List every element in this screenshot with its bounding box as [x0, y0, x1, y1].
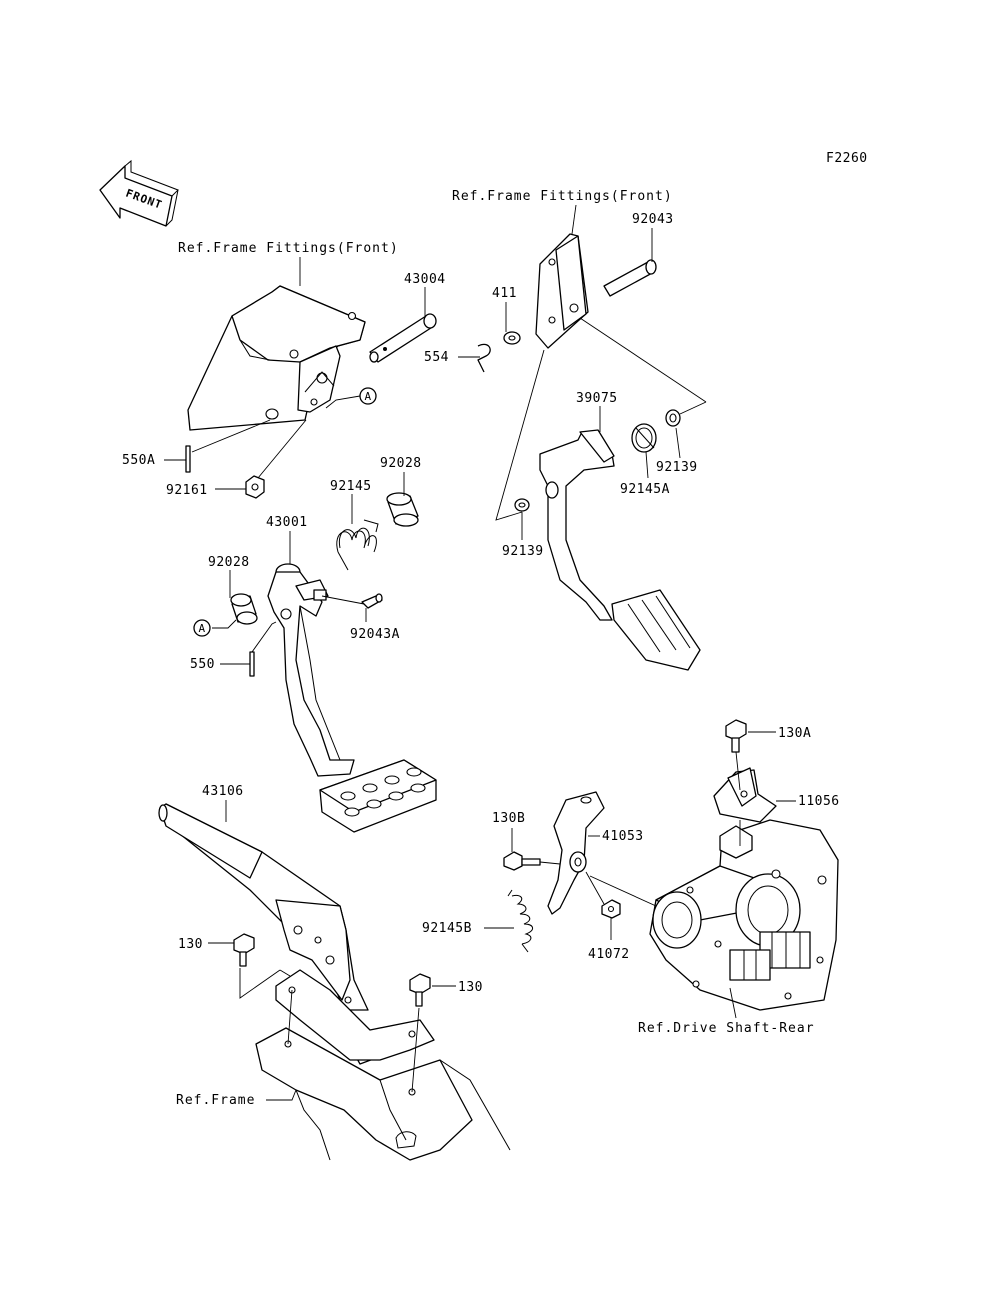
bolt-130-left [233, 933, 255, 967]
part-label: 130 [178, 937, 203, 952]
pin-550 [249, 651, 255, 677]
svg-text:A: A [364, 390, 371, 403]
part-label: 92145 [330, 479, 372, 494]
part-label: 43004 [404, 272, 446, 287]
part-label: 92139 [656, 460, 698, 475]
ref-label: Ref.Frame [176, 1093, 255, 1108]
part-label: 41072 [588, 947, 630, 962]
pin-92043 [603, 259, 657, 297]
part-label: 92043 [632, 212, 674, 227]
part-label: 92028 [380, 456, 422, 471]
part-label: 411 [492, 286, 517, 301]
part-label: 11056 [798, 794, 840, 809]
ref-label: Ref.Frame Fittings(Front) [178, 241, 399, 256]
part-label: 43001 [266, 515, 308, 530]
spring-92145A [631, 423, 657, 453]
throttle-pedal-39075 [539, 429, 701, 671]
figure-code: F2260 [826, 151, 868, 166]
part-label: 92161 [166, 483, 208, 498]
parking-brake-lever-43106 [158, 803, 435, 1065]
drive-shaft-housing-rear [649, 819, 839, 1011]
ref-label: Ref.Drive Shaft-Rear [638, 1021, 815, 1036]
bracket-11056 [713, 767, 777, 823]
ref-label: Ref.Frame Fittings(Front) [452, 189, 673, 204]
bushing-92139-right [665, 409, 681, 427]
callout-a-upper: A [359, 387, 377, 405]
part-label: 39075 [576, 391, 618, 406]
bushing-92139-left [514, 498, 530, 512]
front-arrow-icon: FRONT [99, 159, 179, 227]
nut-92161 [245, 475, 265, 499]
spring-92145 [336, 519, 379, 571]
frame-fitting-bracket-left [187, 285, 366, 431]
brake-arm-41053 [547, 791, 605, 915]
part-label: 130B [492, 811, 525, 826]
part-label: 43106 [202, 784, 244, 799]
spring-92145B [507, 889, 533, 953]
callout-a-lower: A [193, 619, 211, 637]
pin-92043A [361, 593, 383, 609]
bolt-130B [503, 851, 541, 871]
svg-text:A: A [198, 622, 205, 635]
part-label: 92139 [502, 544, 544, 559]
part-label: 130A [778, 726, 811, 741]
frame-fitting-bracket-right [535, 233, 589, 349]
part-label: 92028 [208, 555, 250, 570]
brake-pedal-43001 [267, 563, 437, 833]
bushing-92028-lower [230, 593, 258, 625]
bushing-92028-upper [386, 492, 419, 527]
part-label: 92145B [422, 921, 472, 936]
pin-43004 [369, 313, 437, 363]
frame-rail [255, 1027, 511, 1161]
part-label: 130 [458, 980, 483, 995]
part-label: 92145A [620, 482, 670, 497]
pin-550A [185, 445, 191, 473]
part-label: 554 [424, 350, 449, 365]
leader-lines [164, 204, 796, 1101]
bolt-130A [725, 719, 747, 753]
washer-411 [503, 331, 521, 345]
bolt-130-right [409, 973, 431, 1007]
nut-41072 [601, 899, 621, 919]
part-label: 550A [122, 453, 155, 468]
cotter-pin-554 [477, 343, 491, 373]
part-label: 550 [190, 657, 215, 672]
part-label: 41053 [602, 829, 644, 844]
part-label: 92043A [350, 627, 400, 642]
